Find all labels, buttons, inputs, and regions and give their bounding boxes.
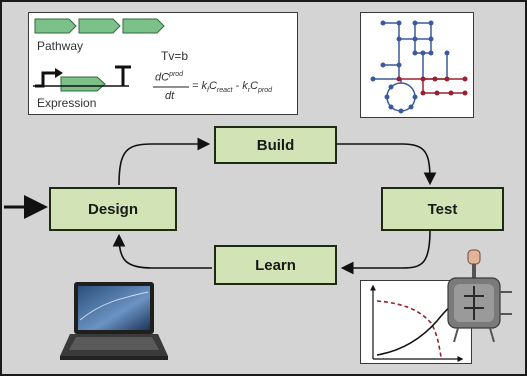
- kinetics-plot-icon: [370, 284, 464, 362]
- arrow-design-to-build: [118, 137, 211, 186]
- build-box: Build: [214, 126, 337, 164]
- arrow-learn-to-design: [112, 233, 212, 269]
- learn-label: Learn: [255, 256, 296, 274]
- test-label: Test: [427, 200, 458, 218]
- kinetics-plot-panel: [360, 280, 472, 364]
- pathway-genes-icon: [33, 18, 189, 92]
- model-panel: Pathway Expression Tv=b dCprod dt = kfCr…: [28, 12, 298, 115]
- ode-rhs: = kfCreact - krCprod: [192, 80, 273, 95]
- flux-equation: Tv=b: [161, 49, 189, 63]
- arrow-build-to-test: [332, 143, 437, 186]
- pathway-label: Pathway: [37, 39, 84, 53]
- build-label: Build: [256, 136, 295, 154]
- expression-label: Expression: [37, 96, 97, 110]
- ode-denominator: dt: [165, 90, 175, 102]
- metabolic-network-icon: [370, 20, 468, 114]
- ode-numerator: dCprod: [155, 71, 184, 84]
- test-box: Test: [381, 187, 504, 231]
- design-label: Design: [87, 200, 138, 218]
- arrow-test-to-learn: [340, 229, 431, 275]
- metabolic-network-panel: [360, 12, 474, 118]
- learn-box: Learn: [214, 245, 337, 285]
- design-box: Design: [49, 187, 177, 231]
